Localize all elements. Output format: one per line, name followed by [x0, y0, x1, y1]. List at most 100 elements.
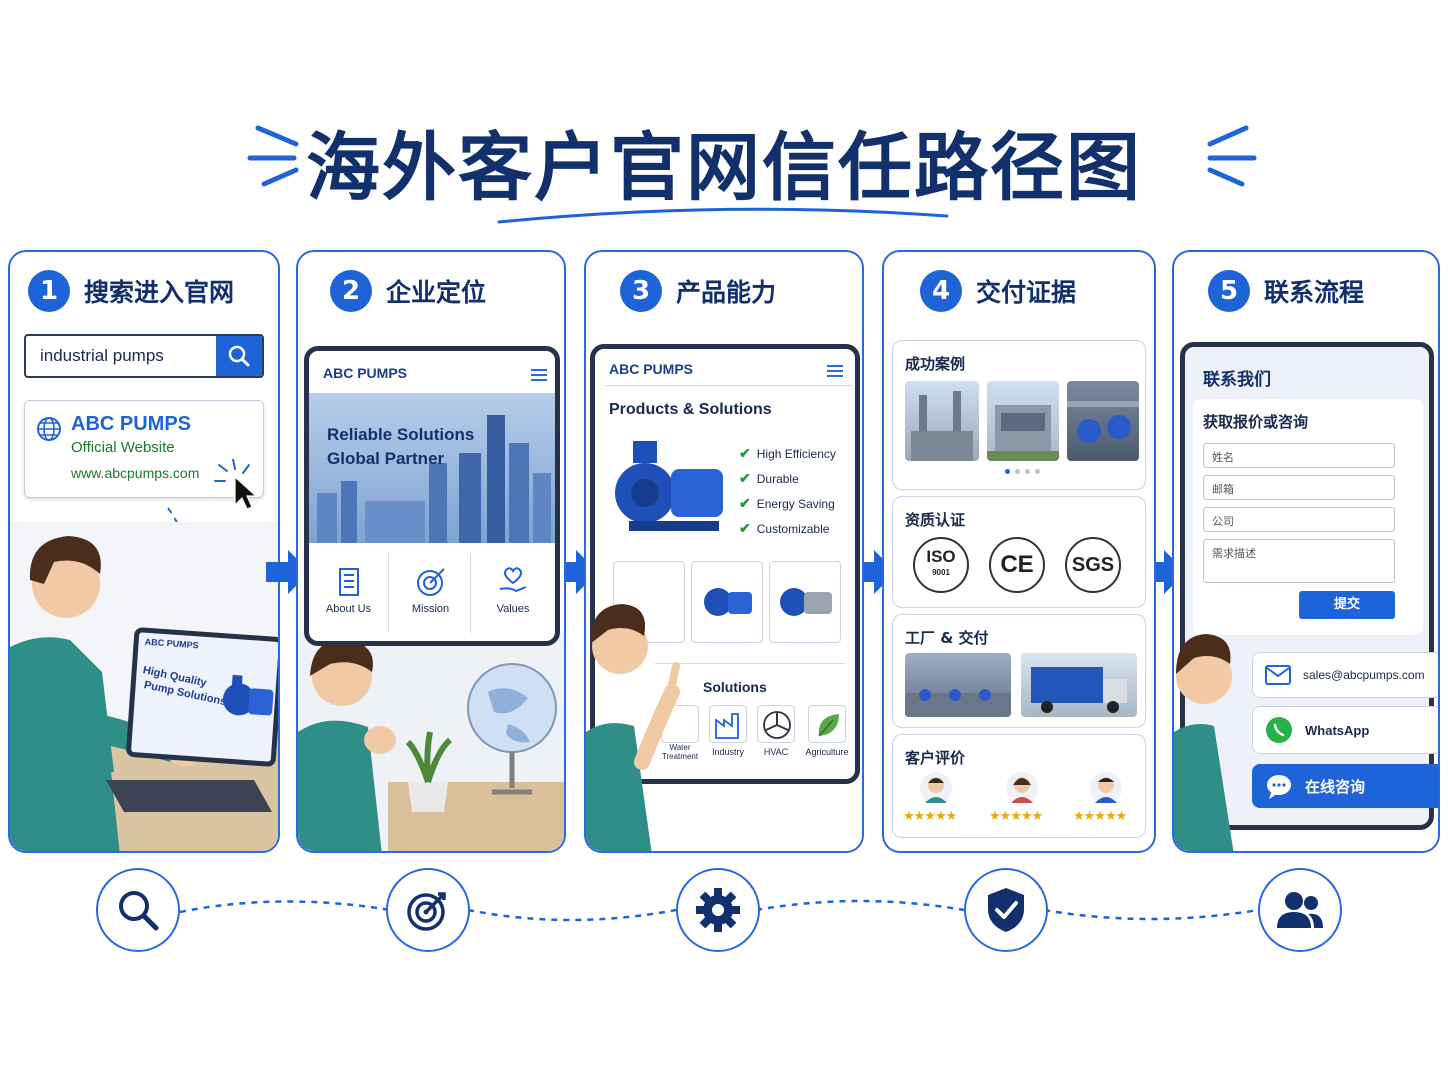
email-label: sales@abcpumps.com	[1303, 668, 1425, 682]
case-photo[interactable]	[987, 381, 1059, 461]
tile-values[interactable]: Values	[473, 553, 553, 633]
menu-icon[interactable]	[531, 369, 547, 381]
phone-mockup: ABC PUMPS Products & Solutions ✔High Eff…	[590, 344, 860, 784]
delivery-photo[interactable]	[1021, 653, 1137, 717]
avatar	[1090, 772, 1122, 804]
solution-industry[interactable]: Industry	[705, 705, 751, 757]
site-brand[interactable]: ABC PUMPS	[323, 365, 408, 381]
step-header: 1 搜索进入官网	[28, 270, 234, 312]
result-subtitle: Official Website	[71, 439, 175, 456]
product-thumb[interactable]	[691, 561, 763, 643]
phone-mockup: 联系我们 获取报价或咨询 姓名 邮箱 公司 需求描述 提交	[1180, 342, 1434, 830]
search-bar[interactable]: industrial pumps	[24, 334, 264, 378]
step-number: 1	[28, 270, 70, 312]
factory-icon	[709, 705, 747, 743]
feature-item: ✔High Efficiency	[739, 445, 836, 461]
title-underline	[497, 207, 949, 224]
rating-stars: ★★★★★	[903, 809, 957, 824]
live-chat-button[interactable]: 在线咨询	[1252, 764, 1438, 808]
tile-label: About Us	[325, 603, 372, 615]
live-chat-label: 在线咨询	[1305, 778, 1366, 796]
search-input[interactable]: industrial pumps	[40, 346, 164, 365]
solution-agriculture[interactable]: Agriculture	[801, 705, 853, 757]
journey-shield	[964, 868, 1048, 952]
left-sparkle-icon	[247, 125, 299, 187]
section-title: 工厂 & 交付	[905, 629, 989, 647]
step-number: 5	[1208, 270, 1250, 312]
feature-list: ✔High Efficiency ✔Durable ✔Energy Saving…	[739, 441, 836, 541]
ce-badge: CE	[989, 537, 1045, 593]
whatsapp-icon	[1266, 717, 1292, 743]
journey-gear	[676, 868, 760, 952]
right-sparkle-icon	[1207, 125, 1257, 187]
whatsapp-label: WhatsApp	[1305, 722, 1370, 738]
person-illustration	[1174, 634, 1234, 851]
page-title: 海外客户官网信任路径图	[306, 125, 1142, 211]
person-illustration	[586, 604, 680, 851]
step-header: 4 交付证据	[920, 270, 1076, 312]
hero-banner: Reliable Solutions Global Partner	[309, 393, 555, 543]
search-button[interactable]	[216, 336, 262, 376]
cursor-click-icon	[214, 459, 258, 510]
search-icon	[119, 891, 159, 931]
laptop-brand: ABC PUMPS	[144, 636, 199, 651]
email-button[interactable]: sales@abcpumps.com	[1252, 652, 1438, 698]
email-field[interactable]: 邮箱	[1203, 475, 1395, 500]
journey-path	[179, 899, 1259, 922]
leaf-icon	[808, 705, 846, 743]
step-number: 3	[620, 270, 662, 312]
heart-hand-icon	[499, 567, 527, 593]
solution-label: Industry	[711, 747, 744, 757]
step-title: 交付证据	[976, 278, 1077, 307]
hero-line-2: Global Partner	[327, 449, 445, 468]
check-icon: ✔	[739, 520, 751, 536]
case-photo[interactable]	[1067, 381, 1139, 461]
requirements-field[interactable]: 需求描述	[1203, 539, 1395, 583]
pump-icon	[780, 588, 832, 616]
solution-hvac[interactable]: HVAC	[753, 705, 799, 757]
search-result-card[interactable]: ABC PUMPS Official Website www.abcpumps.…	[24, 400, 264, 510]
check-icon: ✔	[739, 495, 751, 511]
quote-form: 获取报价或咨询 姓名 邮箱 公司 需求描述 提交	[1193, 399, 1423, 635]
reviews-section: 客户评价 ★★★★★ ★★★★★ ★★★★★	[892, 734, 1146, 838]
users-icon	[1277, 892, 1323, 928]
factory-floor-illustration	[905, 689, 1011, 717]
journey-users	[1258, 868, 1342, 952]
submit-button[interactable]: 提交	[1299, 591, 1395, 619]
company-field[interactable]: 公司	[1203, 507, 1395, 532]
step-title: 产品能力	[676, 278, 777, 307]
result-title[interactable]: ABC PUMPS	[71, 413, 192, 435]
laptop-screen: ABC PUMPS High Quality Pump Solutions	[125, 626, 278, 768]
step-card-2: 2 企业定位 ABC PUMPS Reliable Solutions Glob…	[296, 250, 566, 853]
city-skyline	[317, 415, 551, 543]
solution-label: Water Treatment	[661, 743, 699, 761]
name-field[interactable]: 姓名	[1203, 443, 1395, 468]
step-header: 2 企业定位	[330, 270, 486, 312]
site-brand[interactable]: ABC PUMPS	[609, 361, 694, 377]
whatsapp-button[interactable]: WhatsApp	[1252, 706, 1438, 754]
result-url[interactable]: www.abcpumps.com	[71, 465, 200, 481]
tile-mission[interactable]: Mission	[391, 553, 471, 633]
step-header: 5 联系流程	[1208, 270, 1364, 312]
factory-photo[interactable]	[905, 653, 1011, 717]
case-photo[interactable]	[905, 381, 979, 461]
tile-about-us[interactable]: About Us	[309, 553, 389, 633]
cases-section: 成功案例	[892, 340, 1146, 490]
step-header: 3 产品能力	[620, 270, 776, 312]
fan-icon	[757, 705, 795, 743]
section-title: 资质认证	[905, 511, 966, 529]
email-icon	[1265, 665, 1291, 685]
hero-line-1: Reliable Solutions	[327, 425, 475, 444]
step-title: 企业定位	[386, 278, 487, 307]
contact-title: 联系我们	[1203, 370, 1271, 390]
rating-stars: ★★★★★	[989, 809, 1043, 824]
menu-icon[interactable]	[827, 365, 843, 377]
product-thumb[interactable]	[769, 561, 841, 643]
section-title: 客户评价	[905, 749, 966, 767]
carousel-dots[interactable]	[1005, 469, 1040, 474]
building-illustration	[987, 405, 1059, 461]
truck-illustration	[1031, 667, 1127, 713]
step-card-1: 1 搜索进入官网 industrial pumps ABC PUMPS Offi…	[8, 250, 280, 853]
